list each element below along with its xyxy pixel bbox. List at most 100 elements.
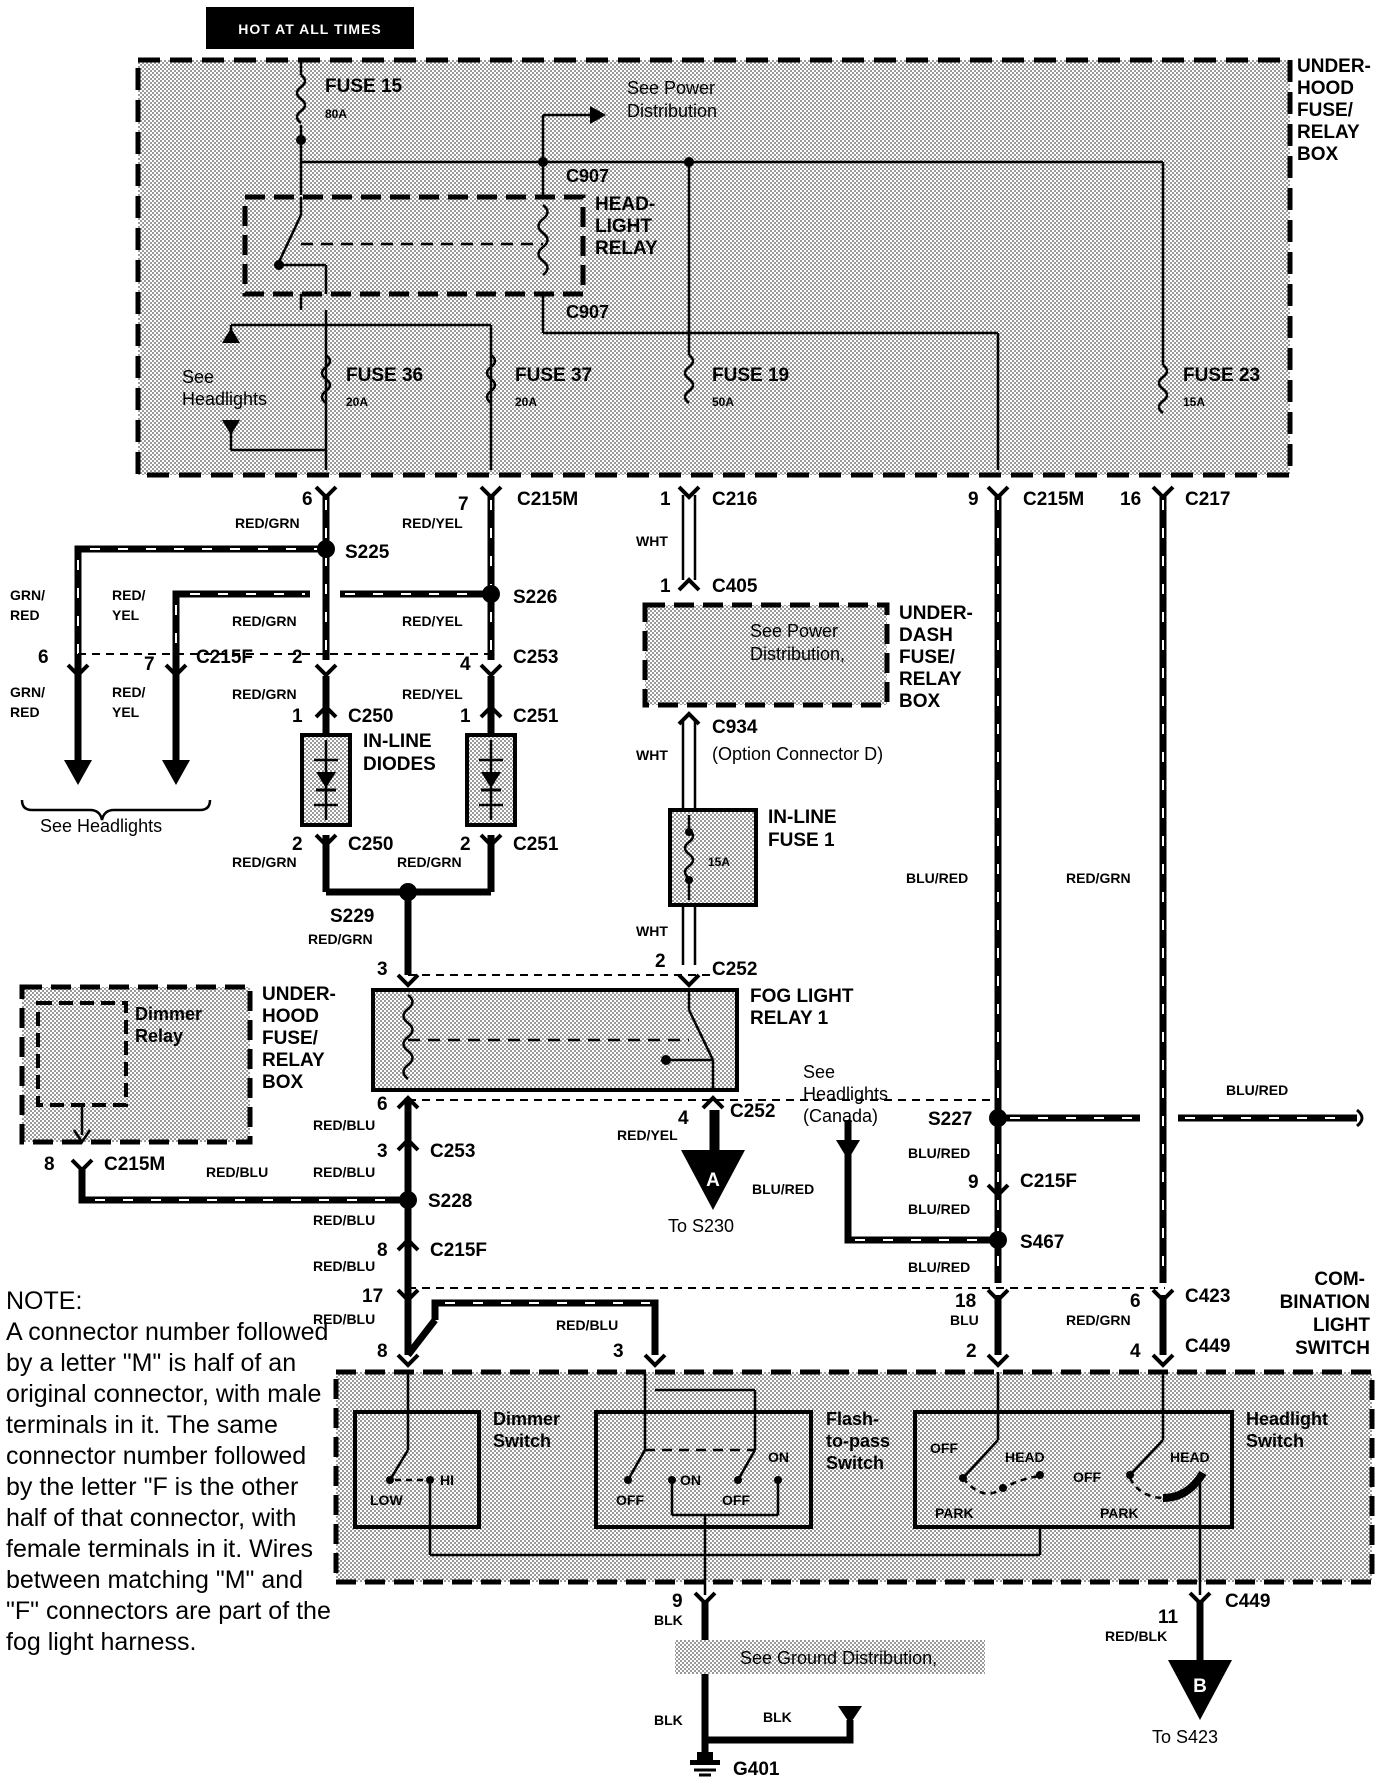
svg-text:8: 8 xyxy=(377,1341,388,1362)
fuse-37-symbol xyxy=(485,354,497,404)
svg-text:2: 2 xyxy=(292,647,303,668)
top-box-references: See Power Distribution See Headlights C9… xyxy=(182,78,717,409)
svg-text:9: 9 xyxy=(968,1172,979,1193)
svg-text:HI: HI xyxy=(440,1472,454,1488)
svg-text:IN-LINE: IN-LINE xyxy=(363,731,432,752)
svg-text:RED: RED xyxy=(10,704,40,720)
svg-text:(Canada): (Canada) xyxy=(803,1106,878,1126)
svg-text:C253: C253 xyxy=(513,647,558,668)
svg-text:3: 3 xyxy=(377,959,388,980)
svg-text:ON: ON xyxy=(680,1472,701,1488)
dimmer-relay xyxy=(36,1001,128,1107)
svg-text:WHT: WHT xyxy=(636,923,668,939)
svg-text:Dimmer: Dimmer xyxy=(135,1004,202,1024)
svg-text:FUSE 15: FUSE 15 xyxy=(325,76,403,97)
svg-text:Distribution: Distribution xyxy=(627,101,717,121)
svg-text:FUSE/: FUSE/ xyxy=(1297,100,1354,121)
svg-text:YEL: YEL xyxy=(112,607,140,623)
svg-text:RELAY: RELAY xyxy=(1297,122,1360,143)
svg-text:7: 7 xyxy=(144,654,155,675)
inline-diodes: IN-LINE DIODES xyxy=(300,731,517,827)
see-headlights-arrow-down xyxy=(222,420,240,435)
svg-text:6: 6 xyxy=(1130,1291,1141,1312)
svg-text:To S423: To S423 xyxy=(1152,1727,1218,1747)
svg-text:HOT AT ALL TIMES: HOT AT ALL TIMES xyxy=(238,21,382,37)
fuse-23-symbol xyxy=(1157,364,1169,414)
svg-text:Distribution,: Distribution, xyxy=(750,644,845,664)
connector-note: NOTE: A connector number followed by a l… xyxy=(6,1286,336,1658)
svg-text:C215F: C215F xyxy=(430,1240,487,1261)
svg-text:RED/GRN: RED/GRN xyxy=(308,931,373,947)
svg-text:Headlights: Headlights xyxy=(182,389,267,409)
see-headlights-left: See Headlights xyxy=(20,760,212,836)
wire-color-labels: RED/GRN RED/YEL GRN/ RED RED/ YEL RED/GR… xyxy=(10,515,1288,1728)
svg-text:SWITCH: SWITCH xyxy=(1295,1338,1370,1359)
svg-text:UNDER-: UNDER- xyxy=(262,984,336,1005)
splice-dots xyxy=(317,540,1007,1249)
svg-text:6: 6 xyxy=(38,647,49,668)
svg-text:2: 2 xyxy=(292,834,303,855)
svg-text:UNDER-: UNDER- xyxy=(1297,56,1371,77)
svg-text:G401: G401 xyxy=(733,1759,780,1780)
svg-text:RED/GRN: RED/GRN xyxy=(232,686,297,702)
svg-text:6: 6 xyxy=(377,1094,388,1115)
wire-continuation-mark xyxy=(1356,1108,1364,1128)
svg-text:C215M: C215M xyxy=(517,489,578,510)
headlight-relay: HEAD- LIGHT RELAY xyxy=(242,194,658,297)
svg-text:FUSE 1: FUSE 1 xyxy=(768,830,835,851)
svg-text:20A: 20A xyxy=(346,395,368,409)
combination-light-switch: COM- BINATION LIGHT SWITCH Dimmer Switch… xyxy=(333,1269,1375,1595)
svg-text:FOG LIGHT: FOG LIGHT xyxy=(750,986,854,1007)
svg-text:To S230: To S230 xyxy=(668,1216,734,1236)
svg-text:9: 9 xyxy=(968,489,979,510)
svg-text:OFF: OFF xyxy=(930,1440,958,1456)
svg-text:DASH: DASH xyxy=(899,625,953,646)
svg-text:BLK: BLK xyxy=(654,1612,683,1628)
ground-distribution: See Ground Distribution, xyxy=(675,1640,985,1777)
svg-text:PARK: PARK xyxy=(1100,1505,1139,1521)
ground-symbol xyxy=(690,1752,720,1765)
svg-text:See Ground Distribution,: See Ground Distribution, xyxy=(740,1648,937,1668)
svg-text:C907: C907 xyxy=(566,302,609,322)
svg-text:8: 8 xyxy=(44,1154,55,1175)
svg-text:4: 4 xyxy=(1130,1341,1141,1362)
fuse-symbols xyxy=(295,74,1169,414)
svg-text:C250: C250 xyxy=(348,706,393,727)
svg-text:BLU/RED: BLU/RED xyxy=(752,1181,814,1197)
note-title: NOTE: xyxy=(6,1287,83,1315)
svg-text:FUSE/: FUSE/ xyxy=(262,1028,319,1049)
svg-text:11: 11 xyxy=(1158,1607,1179,1628)
svg-text:C934: C934 xyxy=(712,717,758,738)
flash-to-pass-switch xyxy=(594,1410,813,1529)
svg-text:16: 16 xyxy=(1120,489,1141,510)
svg-text:RELAY: RELAY xyxy=(595,238,658,259)
svg-text:17: 17 xyxy=(362,1286,383,1307)
fuse-labels: FUSE 15 80A FUSE 36 20A FUSE 37 20A FUSE… xyxy=(325,76,1260,409)
svg-text:3: 3 xyxy=(377,1141,388,1162)
svg-text:RED/YEL: RED/YEL xyxy=(402,686,463,702)
svg-text:1: 1 xyxy=(460,706,471,727)
underdash-fuse-relay-box: See Power Distribution, UNDER- DASH FUSE… xyxy=(642,602,973,712)
svg-text:RED/YEL: RED/YEL xyxy=(402,515,463,531)
svg-text:C449: C449 xyxy=(1185,1336,1230,1357)
svg-text:See: See xyxy=(803,1062,835,1082)
svg-text:HOOD: HOOD xyxy=(262,1006,319,1027)
svg-text:HEAD: HEAD xyxy=(1170,1449,1210,1465)
svg-text:4: 4 xyxy=(678,1108,689,1129)
svg-text:WHT: WHT xyxy=(636,747,668,763)
svg-text:Switch: Switch xyxy=(493,1431,551,1451)
svg-text:C252: C252 xyxy=(712,959,757,980)
svg-text:1: 1 xyxy=(292,706,303,727)
svg-text:15A: 15A xyxy=(1183,395,1205,409)
svg-text:S226: S226 xyxy=(513,587,557,608)
svg-text:RED/BLU: RED/BLU xyxy=(556,1317,618,1333)
svg-text:COM-: COM- xyxy=(1314,1269,1365,1290)
svg-text:UNDER-: UNDER- xyxy=(899,603,973,624)
svg-text:4: 4 xyxy=(460,654,471,675)
svg-text:Flash-: Flash- xyxy=(826,1409,879,1429)
svg-text:BLU: BLU xyxy=(950,1312,979,1328)
svg-text:FUSE 37: FUSE 37 xyxy=(515,365,592,386)
svg-text:C405: C405 xyxy=(712,576,758,597)
svg-text:RED/GRN: RED/GRN xyxy=(235,515,300,531)
